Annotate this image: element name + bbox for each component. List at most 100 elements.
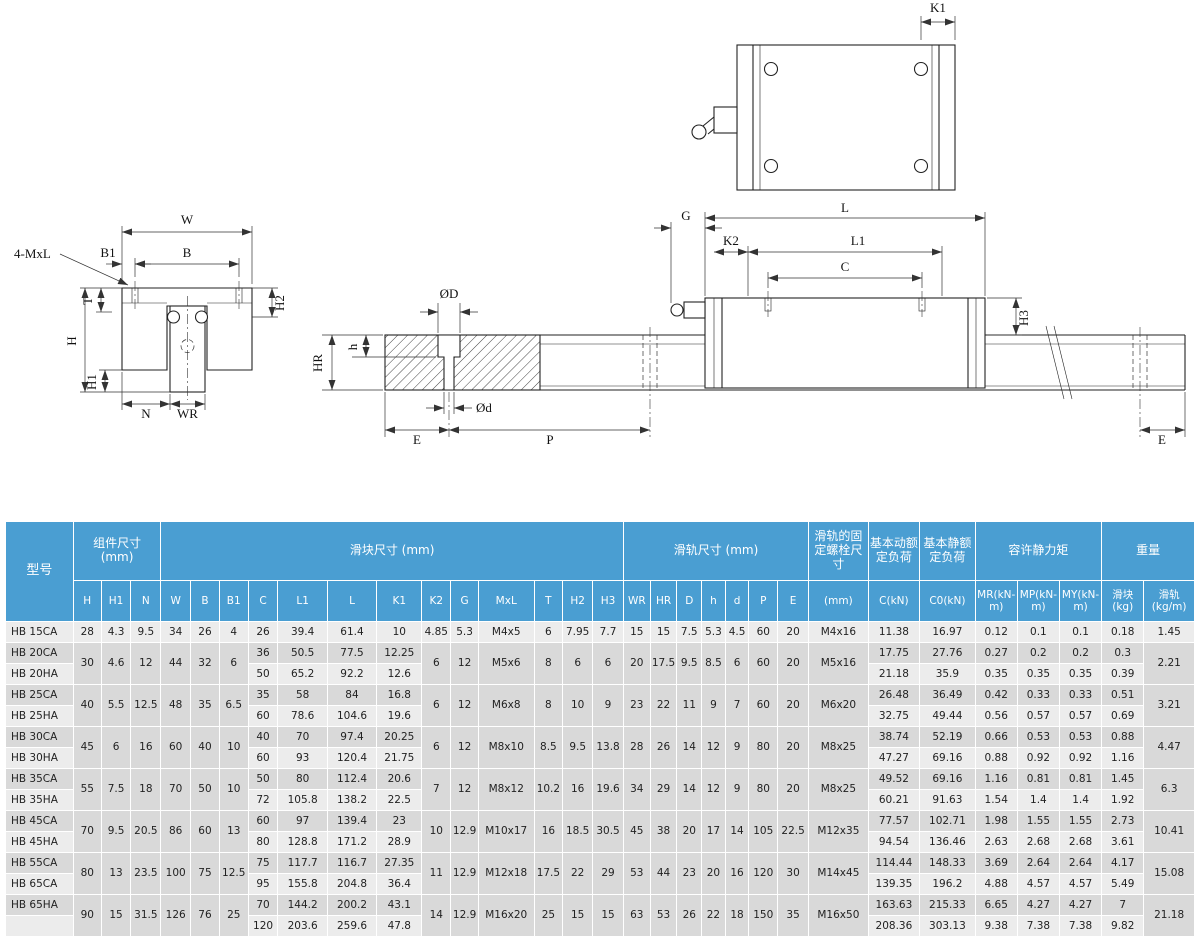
cell: 0.35	[1058, 663, 1103, 685]
mount-hole	[913, 158, 929, 174]
cell: 48	[160, 684, 192, 727]
cell: 22	[701, 894, 726, 937]
cell: M6x20	[808, 684, 869, 727]
dim-label-t: T	[80, 297, 95, 305]
cell: 8	[533, 684, 564, 727]
cell: 21.75	[376, 747, 423, 769]
cell: 1.54	[974, 789, 1018, 811]
model-cell: HB 65CA	[5, 873, 74, 895]
cell: 60	[748, 684, 779, 727]
cell: 139.4	[326, 810, 378, 832]
cell: 6	[533, 621, 564, 643]
cell: 0.2	[1016, 642, 1060, 664]
cell: 49.52	[867, 768, 921, 790]
dim-label-e-right: E	[1158, 432, 1166, 447]
side-view-drawing: G L K2 L1 C	[654, 200, 1031, 389]
cell: 22	[649, 684, 678, 727]
dim-label-e-left: E	[413, 432, 421, 447]
cell: 0.12	[974, 621, 1018, 643]
cell: 80	[247, 831, 279, 853]
cell: 0.92	[1058, 747, 1103, 769]
cell: 150	[748, 894, 779, 937]
cell: 20	[777, 726, 810, 769]
cell: 9.5	[100, 810, 132, 853]
cell: 11	[676, 684, 703, 727]
cell: M4x16	[808, 621, 869, 643]
cell: 69.16	[919, 768, 976, 790]
cell: 163.63	[867, 894, 921, 916]
cell: 20	[777, 684, 810, 727]
cell: 35	[190, 684, 220, 727]
cell: 126	[160, 894, 192, 937]
cell: 204.8	[326, 873, 378, 895]
col-group-header: 重量	[1101, 521, 1195, 581]
cell: 144.2	[277, 894, 328, 916]
dim-label-h1: H1	[84, 374, 99, 390]
cell: 60	[247, 747, 279, 769]
cell: 0.53	[1058, 726, 1103, 748]
cell: 80	[748, 726, 779, 769]
cell: 60	[748, 642, 779, 685]
col-header: H3	[592, 580, 624, 622]
cell: 8	[533, 642, 564, 685]
dim-label-mxl: 4-MxL	[14, 246, 51, 261]
dim-label-od-small: Ød	[476, 400, 492, 415]
rail-break-mark	[1053, 325, 1073, 400]
cell: 0.57	[1016, 705, 1060, 727]
col-header: G	[450, 580, 479, 622]
col-group-header: 基本静额定负荷	[919, 521, 976, 581]
cell: 2.68	[1058, 831, 1103, 853]
cell: 14	[676, 726, 703, 769]
cell: 116.7	[326, 852, 378, 874]
cell: 0.57	[1058, 705, 1103, 727]
cell: 9	[701, 684, 726, 727]
dim-label-h-bore: h	[345, 343, 360, 350]
cell: 8.5	[533, 726, 564, 769]
front-view-drawing: W B B1 4-MxL T H	[14, 212, 287, 421]
cell: 29	[592, 852, 624, 895]
cell: 1.98	[974, 810, 1018, 832]
cell: 80	[748, 768, 779, 811]
cell: 7.95	[562, 621, 594, 643]
cell: 97	[277, 810, 328, 832]
cell: 10	[218, 726, 249, 769]
cell: 95	[247, 873, 279, 895]
cell: 93	[277, 747, 328, 769]
cell: 32	[190, 642, 220, 685]
cell: 12	[130, 642, 162, 685]
col-header-model: 型号	[5, 521, 74, 622]
cell: 45	[622, 810, 651, 853]
col-header: C	[247, 580, 279, 622]
cell: 1.16	[1101, 747, 1145, 769]
cell: 35	[777, 894, 810, 937]
rail-section-drawing: ØD h HR Ød	[310, 286, 1186, 447]
cell: 120	[748, 852, 779, 895]
cell: 0.39	[1101, 663, 1145, 685]
cell: 20	[777, 768, 810, 811]
cell: 27.35	[376, 852, 423, 874]
cell: 7.5	[676, 621, 703, 643]
cell: M5x16	[808, 642, 869, 685]
cell: 77.5	[326, 642, 378, 664]
col-header: L1	[277, 580, 328, 622]
cell: 105.8	[277, 789, 328, 811]
cell: 6	[218, 642, 249, 685]
cell: 22.5	[777, 810, 810, 853]
cell: 2.64	[1016, 852, 1060, 874]
cell: 17	[701, 810, 726, 853]
cell: 20	[777, 642, 810, 685]
cell: 203.6	[277, 915, 328, 937]
cell: 12.5	[130, 684, 162, 727]
dim-label-b1: B1	[100, 245, 115, 260]
col-group-header: 容许静力矩	[974, 521, 1103, 581]
cell: 6	[421, 684, 452, 727]
cell: 1.4	[1016, 789, 1060, 811]
cell: 4.3	[100, 621, 132, 643]
cell: 6	[421, 642, 452, 685]
cell: 4.85	[421, 621, 452, 643]
col-header: MY(kN-m)	[1058, 580, 1103, 622]
col-group-header: 滑轨尺寸 (mm)	[622, 521, 810, 581]
cell: 60	[160, 726, 192, 769]
